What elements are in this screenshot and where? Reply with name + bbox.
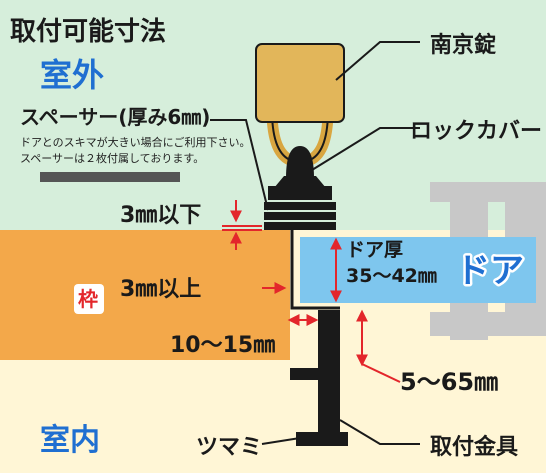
spacer-sample-bar bbox=[40, 172, 180, 182]
indoor-floor bbox=[0, 360, 290, 473]
padlock-label: 南京錠 bbox=[430, 32, 496, 58]
gap-min-label: 3㎜以上 bbox=[120, 277, 201, 302]
spacer-stack bbox=[264, 202, 336, 230]
frame-offset-label: 10〜15㎜ bbox=[170, 333, 275, 358]
knob-label: ツマミ bbox=[196, 435, 262, 460]
page-title: 取付可能寸法 bbox=[10, 16, 166, 47]
dimension-arrows bbox=[222, 200, 401, 383]
door-thickness-label: ドア厚 bbox=[346, 239, 403, 261]
bracket-label: 取付金具 bbox=[430, 434, 518, 460]
spacer-note-line1: ドアとのスキマが大きい場合にご利用下さい。 bbox=[20, 135, 250, 149]
frame-block bbox=[0, 230, 290, 360]
spacer-label: スペーサー(厚み6㎜) bbox=[20, 105, 210, 129]
mounting-bracket-icon bbox=[290, 310, 348, 446]
lock-cover-icon bbox=[268, 146, 332, 200]
lock-cover-label: ロックカバー bbox=[410, 119, 542, 144]
gap-max-label: 3㎜以下 bbox=[120, 203, 201, 228]
frame-zone-label: 枠 bbox=[78, 287, 98, 311]
door-thickness-range: 35〜42㎜ bbox=[346, 265, 437, 287]
door-zone-label: ドア bbox=[456, 251, 524, 291]
spacer-note-line2: スペーサーは２枚付属しております。 bbox=[20, 151, 204, 165]
bracket-range-label: 5〜65㎜ bbox=[400, 368, 498, 396]
outside-zone-label: 室外 bbox=[40, 56, 104, 94]
frame-badge bbox=[74, 284, 104, 314]
inside-zone-label: 室内 bbox=[40, 423, 100, 458]
leader-lines bbox=[210, 41, 420, 445]
gap-line bbox=[290, 222, 340, 310]
